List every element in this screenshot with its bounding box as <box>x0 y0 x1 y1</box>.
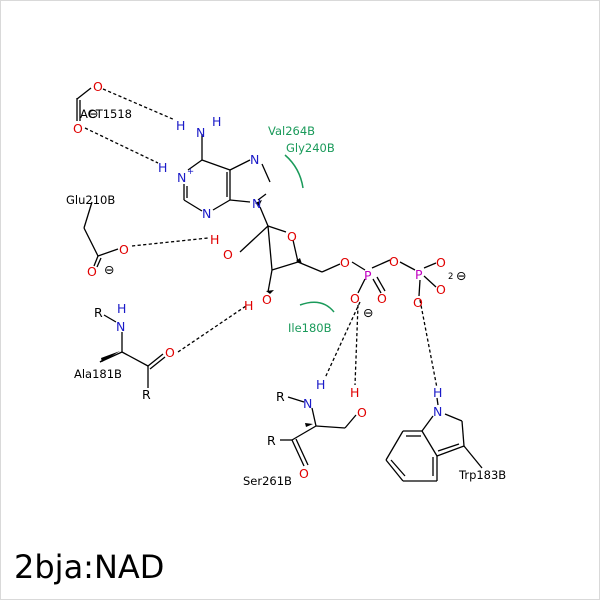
atom-oxygen: O <box>299 466 309 481</box>
atom-hydrogen: H <box>316 377 325 392</box>
atom-nitrogen: N <box>116 319 125 334</box>
atom-nitrogen: N <box>252 196 261 211</box>
atom-nitrogen: N <box>433 404 442 419</box>
atom-oxygen: O <box>340 255 350 270</box>
atom-labels: O O ⊖ H N H H N + N N N O H O O H O P O … <box>73 79 466 481</box>
atom-nitrogen: N <box>177 170 186 185</box>
hydrophobic-arc-val-gly <box>284 154 304 189</box>
atom-oxygen: O <box>436 282 446 297</box>
atom-phosphorus: P <box>415 267 423 282</box>
stereo-wedges <box>101 200 313 427</box>
atom-nitrogen: N <box>303 396 312 411</box>
atom-oxygen: O <box>350 291 360 306</box>
atom-r-group: R <box>142 387 151 402</box>
atom-oxygen: O <box>436 255 446 270</box>
charge-minus-icon: ⊖ <box>88 106 98 121</box>
atom-oxygen: O <box>287 229 297 244</box>
ligand-title: 2bja:NAD <box>14 548 165 586</box>
atom-hydrogen: H <box>176 118 185 133</box>
atom-r-group: R <box>276 389 285 404</box>
charge-minus-icon: ⊖ <box>456 268 466 283</box>
atom-oxygen: O <box>377 291 387 306</box>
residue-label-glu: Glu210B <box>66 193 115 207</box>
atom-oxygen: O <box>389 254 399 269</box>
hydrophobic-arc-ile <box>299 301 335 313</box>
atom-oxygen: O <box>223 247 233 262</box>
charge-minus-icon: ⊖ <box>104 262 114 277</box>
atom-oxygen: O <box>357 405 367 420</box>
atom-r-group: R <box>267 433 276 448</box>
charge-minus-icon: ⊖ <box>363 305 373 320</box>
residue-label-ala: Ala181B <box>74 367 122 381</box>
atom-oxygen: O <box>413 295 423 310</box>
atom-oxygen: O <box>87 264 97 279</box>
residue-label-act: ACT1518 <box>80 107 132 121</box>
residue-labels: ACT1518 Glu210B Ala181B Ser261B Trp183B … <box>66 107 506 488</box>
atom-oxygen: O <box>262 292 272 307</box>
atom-r-group: R <box>94 305 103 320</box>
bond-lines <box>76 87 483 482</box>
charge-plus-icon: + <box>187 167 194 177</box>
atom-hydrogen: H <box>433 385 442 400</box>
atom-hydrogen: H <box>350 385 359 400</box>
atom-nitrogen: N <box>196 125 205 140</box>
charge-two-label: 2 <box>448 272 453 282</box>
residue-label-ser: Ser261B <box>243 474 292 488</box>
atom-hydrogen: H <box>212 114 221 129</box>
atom-oxygen: O <box>119 242 129 257</box>
atom-nitrogen: N <box>250 152 259 167</box>
residue-label-val: Val264B <box>268 124 315 138</box>
hydrogen-bonds <box>84 88 438 389</box>
atom-nitrogen: N <box>202 206 211 221</box>
residue-label-trp: Trp183B <box>458 468 506 482</box>
atom-oxygen: O <box>93 79 103 94</box>
hydrophobic-arcs <box>284 154 335 313</box>
atom-oxygen: O <box>73 121 83 136</box>
atom-oxygen: O <box>165 345 175 360</box>
residue-label-ile: Ile180B <box>288 321 332 335</box>
residue-label-gly: Gly240B <box>286 141 335 155</box>
atom-hydrogen: H <box>210 232 219 247</box>
atom-phosphorus: P <box>364 268 372 283</box>
atom-hydrogen: H <box>158 160 167 175</box>
atom-hydrogen: H <box>244 298 253 313</box>
atom-hydrogen: H <box>117 301 126 316</box>
